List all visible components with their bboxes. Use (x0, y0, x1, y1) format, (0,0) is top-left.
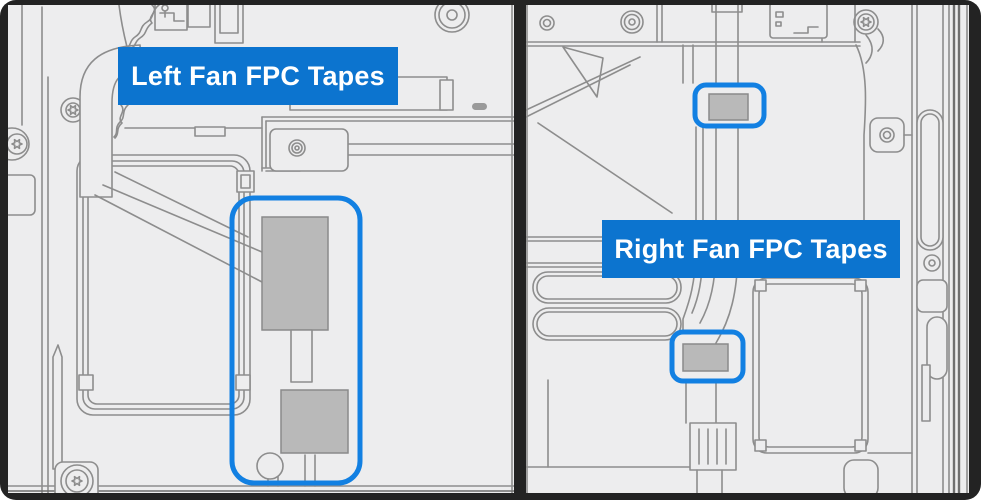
antenna-wire (113, 5, 160, 139)
right-edge-components (843, 109, 948, 493)
right-fan-tape-upper (708, 93, 749, 121)
left-fan-connector (290, 329, 313, 383)
left-panel: Left Fan FPC Tapes (8, 5, 514, 493)
right-fan-fpc-tapes (669, 82, 767, 384)
right-fan-tape-lower (682, 343, 729, 372)
right-chassis-rails (526, 5, 968, 493)
callout-right-fan-tape-lower (669, 329, 746, 384)
label-right-fan-fpc-tapes: Right Fan FPC Tapes (602, 220, 900, 278)
left-fan-tape-lower (280, 389, 349, 454)
callout-right-fan-tape-upper (692, 82, 767, 129)
right-diagonal-plate (526, 46, 673, 214)
left-fan-housing (76, 154, 251, 416)
left-bottom-mount (52, 344, 99, 493)
right-fan-housing (752, 277, 913, 454)
label-left-fan-fpc-tapes: Left Fan FPC Tapes (118, 47, 398, 105)
left-center-plate (124, 116, 349, 193)
alignment-hole (256, 452, 284, 480)
right-top-band (526, 5, 885, 274)
right-panel-line-art (526, 5, 968, 493)
left-fan-fpc-tapes (256, 216, 349, 480)
right-panel: Right Fan FPC Tapes (526, 5, 969, 493)
left-fan-tape-upper (261, 216, 329, 331)
callout-left-fan-tapes (229, 195, 363, 486)
